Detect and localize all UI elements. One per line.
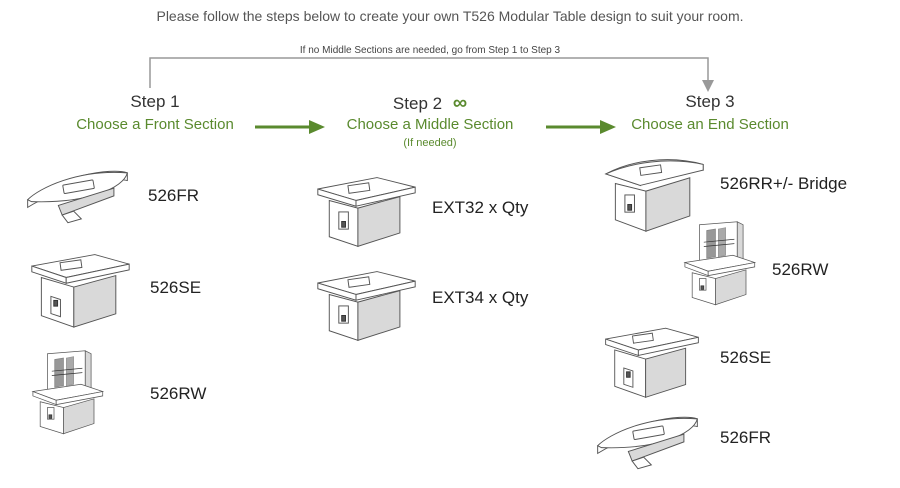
extension-table-icon xyxy=(314,262,419,347)
rear-wall-mount-table-icon xyxy=(682,205,762,323)
step-1-subtitle: Choose a Front Section xyxy=(76,116,234,133)
square-end-table-icon xyxy=(28,244,133,332)
product-label: 526SE xyxy=(720,348,772,367)
rear-wall-mount-table-icon xyxy=(30,334,110,452)
step-2-title-text: Step 2 xyxy=(392,94,443,113)
square-end-table-icon xyxy=(602,318,702,402)
product-label: 526SE xyxy=(150,278,202,297)
skip-route-connector xyxy=(149,57,714,92)
intro-text: Please follow the steps below to create … xyxy=(156,8,744,24)
product-card-step2-ext32[interactable]: EXT32 x Qty xyxy=(314,168,574,258)
step-3-title: Step 3 xyxy=(685,92,735,111)
infinity-icon: ∞ xyxy=(452,92,468,114)
product-label: 526RR+/- Bridge xyxy=(720,174,848,193)
product-label: 526RW xyxy=(150,384,207,403)
arrow-right-icon xyxy=(546,120,616,134)
front-table-icon xyxy=(590,404,705,474)
product-card-step1-526se[interactable]: 526SE xyxy=(28,244,288,334)
step-2-note: (If needed) xyxy=(403,137,457,149)
extension-table-icon xyxy=(314,168,419,253)
product-card-step2-ext34[interactable]: EXT34 x Qty xyxy=(314,262,574,352)
product-label: 526RW xyxy=(772,260,829,279)
skip-note: If no Middle Sections are needed, go fro… xyxy=(299,45,561,56)
step-2-subtitle: Choose a Middle Section xyxy=(346,116,514,133)
step-3-subtitle: Choose an End Section xyxy=(631,116,789,133)
product-label: EXT32 x Qty xyxy=(432,198,529,217)
product-label: 526FR xyxy=(148,186,200,205)
product-label: 526FR xyxy=(720,428,772,447)
product-card-step3-526rr-bridge[interactable]: 526RR+/- Bridge xyxy=(602,150,892,240)
product-card-step3-526rw[interactable]: 526RW xyxy=(682,205,882,325)
product-card-step1-526fr[interactable]: 526FR xyxy=(20,158,280,238)
arrow-right-icon xyxy=(255,120,325,134)
product-card-step3-526fr[interactable]: 526FR xyxy=(590,404,850,482)
product-card-step3-526se[interactable]: 526SE xyxy=(602,318,862,403)
step-1-title: Step 1 xyxy=(130,92,180,111)
step-2-title: Step 2 ∞ xyxy=(370,92,490,115)
product-card-step1-526rw[interactable]: 526RW xyxy=(30,334,290,454)
front-table-icon xyxy=(20,158,135,228)
product-label: EXT34 x Qty xyxy=(432,288,529,307)
